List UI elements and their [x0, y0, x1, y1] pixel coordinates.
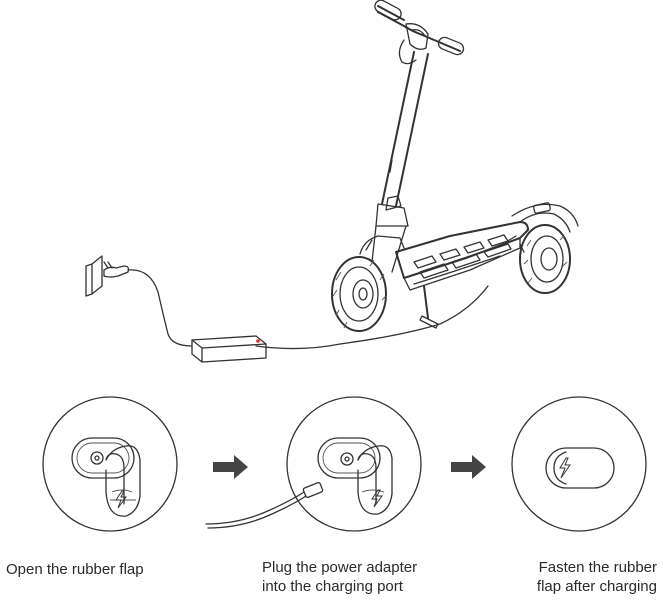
- front-fork: [359, 225, 407, 273]
- steering-stem: [375, 51, 429, 227]
- lightning-icon: [371, 489, 383, 508]
- indicator-light: [256, 339, 260, 343]
- rear-wheel: [505, 224, 571, 294]
- deck: [395, 221, 529, 291]
- lightning-icon: [115, 490, 127, 509]
- caption-line: into the charging port: [262, 578, 403, 595]
- caption-line: Fasten the rubber: [538, 559, 657, 576]
- wall-socket-icon: [85, 255, 130, 297]
- power-cable: [127, 269, 489, 350]
- open-rubber-flap: [105, 445, 141, 517]
- kickstand: [419, 285, 439, 329]
- closed-rubber-flap: [545, 447, 615, 489]
- step-2-caption: Plug the power adapter into the charging…: [262, 558, 417, 596]
- lightning-icon: [559, 457, 571, 479]
- step-1-caption: Open the rubber flap: [6, 560, 144, 579]
- caption-line: Plug the power adapter: [262, 559, 418, 576]
- handlebar: [374, 0, 465, 65]
- step-1-illustration: [42, 396, 178, 532]
- rear-fender: [511, 202, 579, 233]
- open-rubber-flap: [357, 445, 393, 515]
- arrow-right-icon: [213, 455, 248, 479]
- scooter-illustration: [331, 0, 579, 332]
- caption-line: flap after charging: [536, 578, 657, 595]
- step-3-illustration: [511, 396, 647, 532]
- charger-plug: [205, 481, 324, 529]
- step-2-illustration: [205, 396, 422, 532]
- caption-line: Open the rubber flap: [6, 561, 144, 578]
- arrow-right-icon: [451, 455, 486, 479]
- charging-port-housing: [317, 437, 381, 479]
- charging-port-housing: [71, 437, 135, 479]
- step-3-caption: Fasten the rubber flap after charging: [537, 558, 657, 596]
- front-wheel: [331, 256, 387, 332]
- power-adapter-icon: [191, 335, 267, 363]
